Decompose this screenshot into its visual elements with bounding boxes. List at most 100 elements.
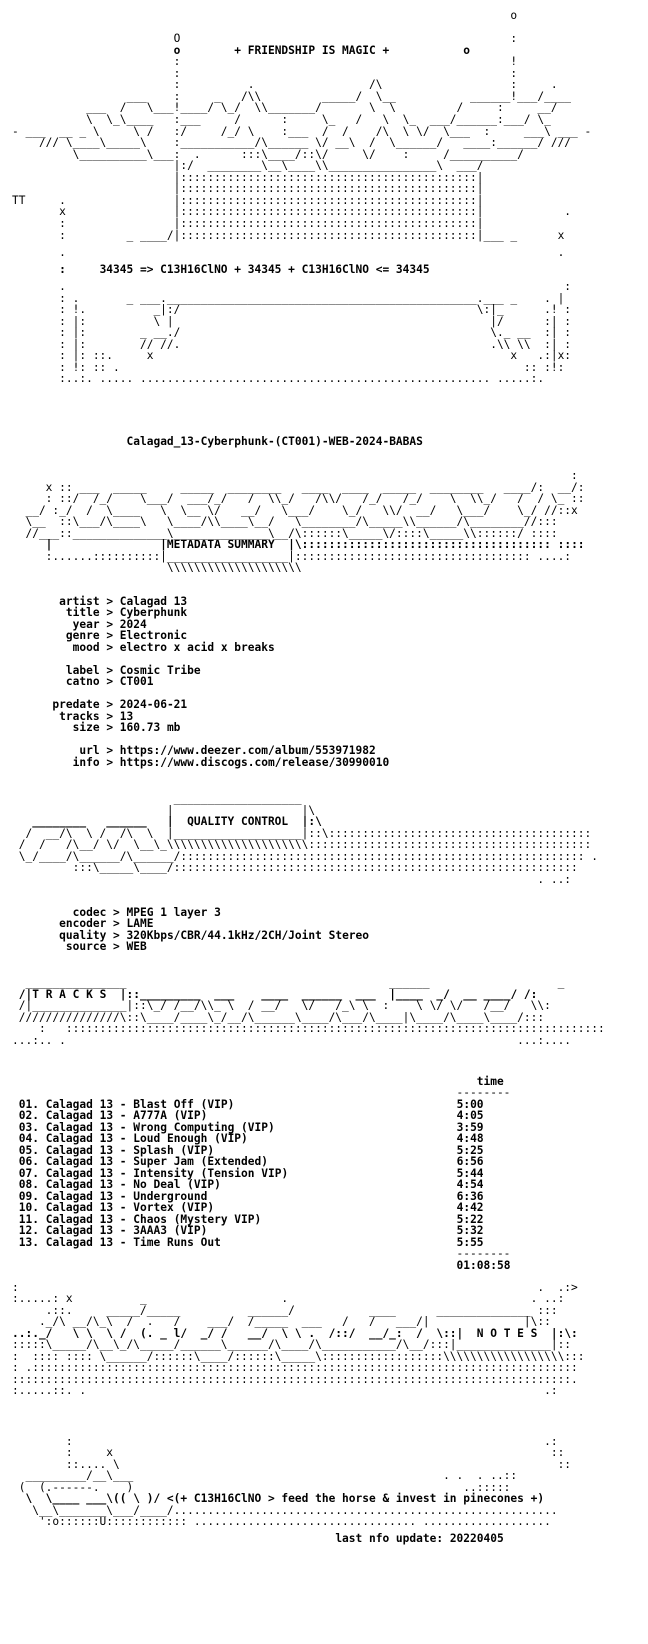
quality-row: encoder > LAME: [59, 917, 154, 930]
meta-key: url: [79, 744, 100, 757]
track-number: 11.: [18, 1213, 39, 1226]
tracks-total-line: 01:08:58: [12, 1260, 511, 1272]
quality-key: source: [65, 940, 107, 953]
notes-title: N O T E S: [476, 1327, 538, 1340]
notes-art-line: .::. _____/_____ ______/ ____ __________…: [12, 1304, 558, 1317]
meta-key: size: [72, 721, 100, 734]
header-art-line: ___ / \___!____/ \_/ \\_______/ \ \ / : …: [12, 101, 558, 114]
track-row: 04. Calagad 13 - Loud Enough (VIP) 4:48: [12, 1133, 484, 1145]
meta-row: artist > Calagad 13: [59, 595, 188, 608]
track-time: 3:59: [456, 1121, 484, 1134]
meta-key: catno: [65, 675, 100, 688]
track-time: 4:42: [456, 1201, 484, 1214]
track-time: 5:55: [456, 1236, 484, 1249]
header-art-line: : |: ::. x x .:|x:: [12, 349, 572, 362]
banner-title: + FRIENDSHIP IS MAGIC +: [234, 44, 390, 57]
meta-value: 13: [119, 710, 134, 723]
quality-value: LAME: [126, 917, 154, 930]
track-name: Calagad 13 - A777A (VIP): [45, 1109, 208, 1122]
track-row: 06. Calagad 13 - Super Jam (Extended) 6:…: [12, 1156, 484, 1168]
meta-row: url > https://www.deezer.com/album/55397…: [79, 744, 376, 757]
track-row: 02. Calagad 13 - A777A (VIP) 4:05: [12, 1110, 484, 1122]
footer-art-line: _________/__\___ . . . ..::: [12, 1469, 518, 1482]
notes-art-line: ::::::::::::::::::::::::::::::::::::::::…: [12, 1373, 578, 1386]
metadata-art-line: \__ ::\___/\____\ \____/\\____\__/ \____…: [12, 515, 558, 528]
quality-art-line: :::\_____\____/:::::::::::::::::::::::::…: [12, 861, 578, 874]
metadata-art-line: //___::______________\______________\__/…: [12, 527, 558, 540]
tracks-title: T R A C K S: [32, 988, 107, 1001]
meta-value: https://www.discogs.com/release/30990010: [119, 756, 390, 769]
quality-key: codec: [72, 906, 107, 919]
footer-art-line: ( (.------. ) ..:::::: [12, 1481, 511, 1494]
track-time: 4:48: [456, 1132, 484, 1145]
footer-art-line: ':o::::::U:::::::::::: .................…: [12, 1515, 551, 1528]
track-number: 09.: [18, 1190, 39, 1203]
header-art-line: : . _ ___.______________________________…: [12, 292, 565, 305]
header-art-line: TT . |::::::::::::::::::::::::::::::::::…: [12, 194, 484, 207]
header-art-line: |:::::::::::::::::::::::::::::::::::::::…: [12, 171, 484, 184]
header-art-line: /// \____\_____\ :___________/\______ \/…: [12, 136, 572, 149]
track-name: Calagad 13 - Vortex (VIP): [45, 1201, 215, 1214]
track-row: 01. Calagad 13 - Blast Off (VIP) 5:00: [12, 1099, 484, 1111]
track-number: 08.: [18, 1178, 39, 1191]
track-name: Calagad 13 - No Deal (VIP): [45, 1178, 221, 1191]
meta-key: year: [72, 618, 100, 631]
meta-key: tracks: [59, 710, 100, 723]
track-name: Calagad 13 - Wrong Computing (VIP): [45, 1121, 275, 1134]
quality-value: 320Kbps/CBR/44.1kHz/2CH/Joint Stereo: [126, 929, 370, 942]
track-row: 07. Calagad 13 - Intensity (Tension VIP)…: [12, 1168, 484, 1180]
header-art-line: : |: _ __./ \._ __ :| :: [12, 326, 572, 339]
metadata-title-line: | |METADATA SUMMARY |\::::::::::::::::::…: [12, 538, 585, 551]
meta-row: genre > Electronic: [65, 629, 188, 642]
header-art-line: : |: // //. .\\ \\ :| :: [12, 338, 572, 351]
quality-row: source > WEB: [65, 940, 147, 953]
formula-line: : 34345 => C13H16ClNO + 34345 + C13H16Cl…: [12, 263, 430, 276]
quality-title: QUALITY CONTROL: [187, 815, 289, 828]
notes-art-line: :.....: x _ . . ..:: [12, 1292, 565, 1305]
header-art-line: o: [12, 9, 518, 22]
notes-art-line: :.....::. . .:: [12, 1384, 558, 1397]
notes-art-line: : .:::::::::::::::::::::::::::::::::::::…: [12, 1361, 578, 1374]
header-art-line: : _ ____/|::::::::::::::::::::::::::::::…: [12, 229, 565, 242]
header-art-line: O :: [12, 32, 518, 45]
quality-art-line: | |\: [12, 804, 316, 817]
track-name: Calagad 13 - Blast Off (VIP): [45, 1098, 235, 1111]
metadata-art-line: \\\\\\\\\\\\\\\\\\\\: [12, 561, 302, 574]
meta-row: title > Cyberphunk: [65, 606, 188, 619]
meta-row: tracks > 13: [59, 710, 134, 723]
track-row: 10. Calagad 13 - Vortex (VIP) 4:42: [12, 1202, 484, 1214]
footer-tagline-line: \ \____ ___\(( \ )/ <(+ C13H16ClNO > fee…: [12, 1492, 545, 1505]
quality-art-line: / / /\__/ \/ \__\_\\\\\\\\\\\\\\\\\\\\\:…: [12, 838, 592, 851]
meta-row: mood > electro x acid x breaks: [72, 641, 275, 654]
quality-title-line: ________ ______ | QUALITY CONTROL |:\: [12, 815, 322, 828]
quality-row: quality > 320Kbps/CBR/44.1kHz/2CH/Joint …: [59, 929, 370, 942]
track-name: Calagad 13 - Chaos (Mystery VIP): [45, 1213, 262, 1226]
meta-key: genre: [65, 629, 100, 642]
header-art-line: : |: \ | |/ :| :: [12, 315, 572, 328]
meta-key: title: [65, 606, 100, 619]
meta-key: label: [65, 664, 100, 677]
track-time: 5:44: [456, 1167, 484, 1180]
track-number: 12.: [18, 1224, 39, 1237]
track-time: 6:36: [456, 1190, 484, 1203]
tracks-rule: --------: [12, 1086, 511, 1099]
meta-value: Calagad 13: [119, 595, 188, 608]
notes-title-line: ..:._/ \ \ \ / (. _ l/ _/ / __/ \ \ . /:…: [12, 1327, 578, 1340]
track-name: Calagad 13 - Splash (VIP): [45, 1144, 215, 1157]
metadata-art-line: :......::::::::::|__________________|:::…: [12, 550, 572, 563]
track-row: 03. Calagad 13 - Wrong Computing (VIP) 3…: [12, 1122, 484, 1134]
tracks-art-line: _______________ ______ _: [12, 976, 565, 989]
meta-row: predate > 2024-06-21: [52, 698, 188, 711]
header-art-line: :..:. ..... ............................…: [12, 372, 545, 385]
tracks-art-line: : ::::::::::::::::::::::::::::::::::::::…: [12, 1022, 605, 1035]
track-name: Calagad 13 - Underground: [45, 1190, 208, 1203]
quality-row: codec > MPEG 1 layer 3: [72, 906, 221, 919]
header-art-line: . .: [12, 246, 565, 259]
header-art-line: \__________\___: . :::\____/::\/ \/ : /_…: [12, 148, 524, 161]
metadata-art-line: : ::/ /_/ \___/ ___/_/ / \\_/ /\\/ /_/ /…: [12, 492, 585, 505]
track-name: Calagad 13 - Loud Enough (VIP): [45, 1132, 248, 1145]
quality-art-line: . ..:: [12, 873, 572, 886]
track-number: 07.: [18, 1167, 39, 1180]
metadata-title: METADATA SUMMARY: [166, 538, 275, 551]
track-row: 12. Calagad 13 - 3AAA3 (VIP) 5:32: [12, 1225, 484, 1237]
